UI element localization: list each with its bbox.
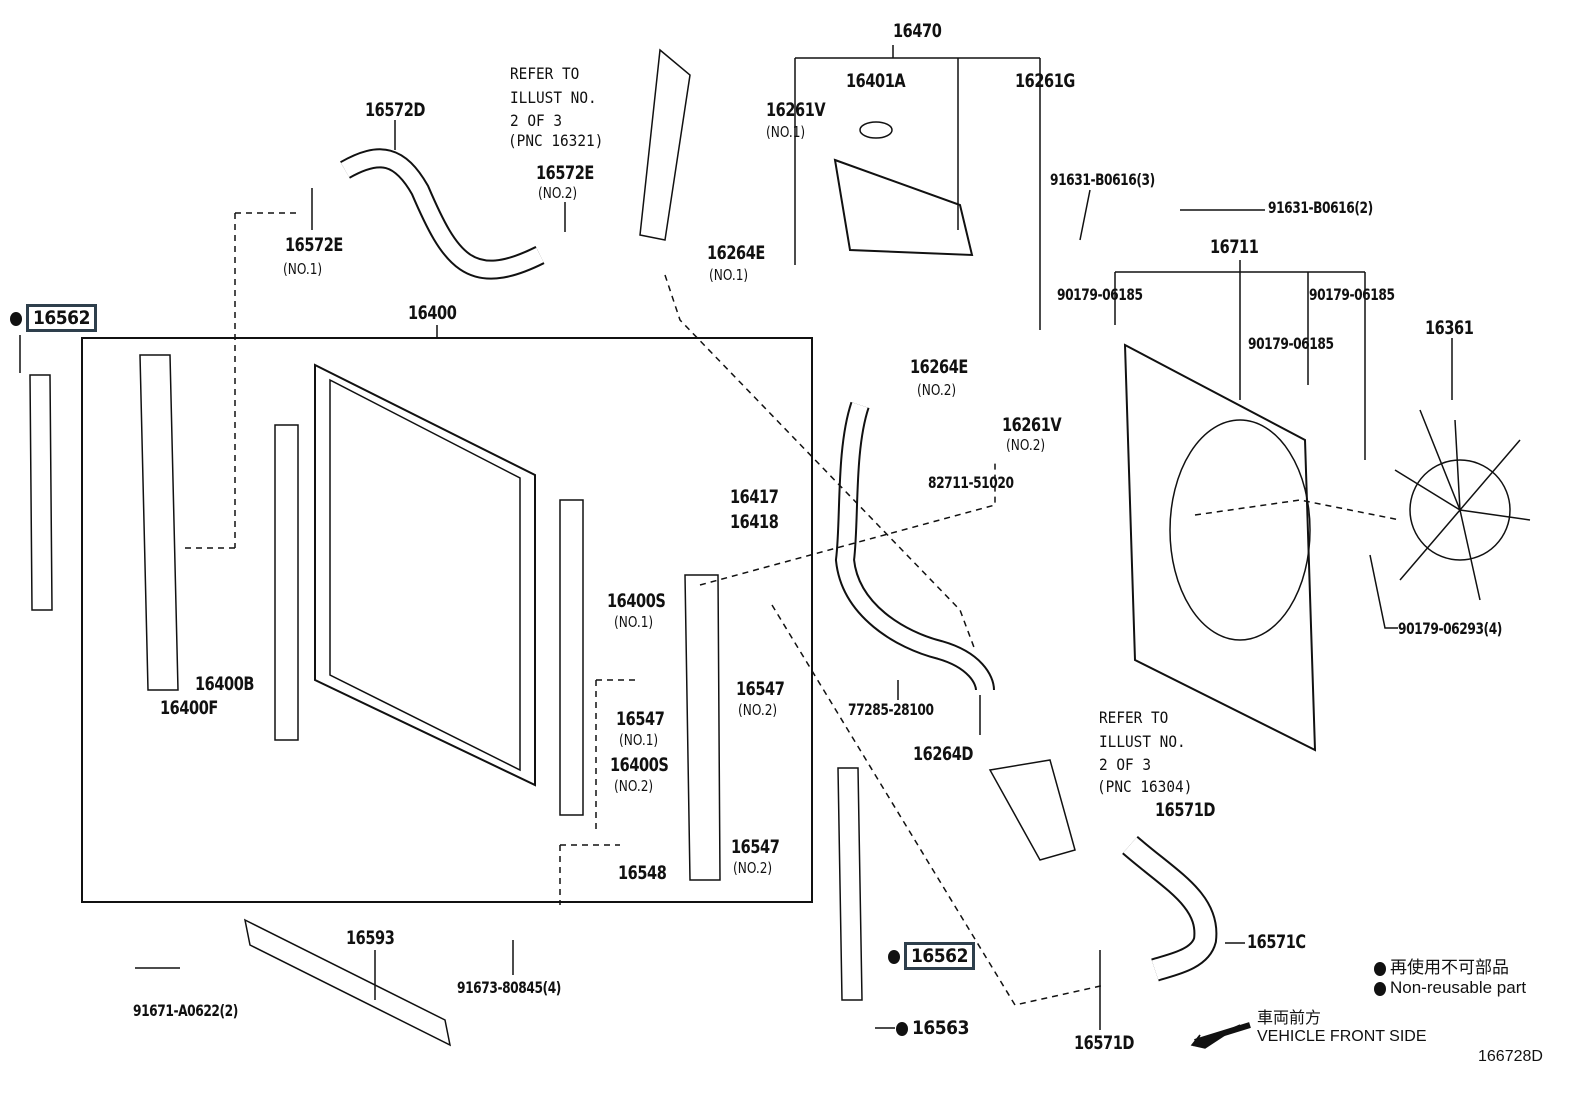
radiator-support-right: [684, 574, 721, 881]
reservoir-tank: [833, 158, 974, 257]
refer-note-2-line4: (PNC 16304): [1097, 777, 1193, 796]
refer-note-2-line2: ILLUST NO.: [1099, 732, 1186, 751]
part-16548: 16548: [618, 862, 667, 884]
vehicle-front-en: VEHICLE FRONT SIDE: [1257, 1028, 1427, 1045]
radiator-core: [314, 363, 536, 787]
seal-left: [274, 424, 299, 741]
part-16571C: 16571C: [1247, 931, 1306, 953]
part-16261V-no1: 16261V: [766, 99, 826, 121]
part-16264E-no2: 16264E: [910, 356, 968, 378]
part-16400S-no1-sub: (NO.1): [614, 613, 654, 631]
part-16261V-no2: 16261V: [1002, 414, 1062, 436]
seal-16562-left: [29, 374, 53, 611]
water-outlet: [988, 759, 1076, 861]
part-16571D-b: 16571D: [1074, 1032, 1135, 1054]
part-16361: 16361: [1425, 317, 1474, 339]
legend-non-reusable-en: Non-reusable part: [1374, 978, 1526, 998]
diagram-id: 166728D: [1478, 1048, 1543, 1065]
legend-en-text: Non-reusable part: [1390, 978, 1527, 997]
non-reusable-dot: [10, 311, 22, 326]
refer-note-1-line4: (PNC 16321): [508, 131, 604, 150]
part-16264E-no1-sub: (NO.1): [709, 266, 749, 284]
part-16547-no2-b-sub: (NO.2): [733, 859, 773, 877]
refer-note-1-line2: ILLUST NO.: [510, 88, 597, 107]
part-90179-06185-c: 90179-06185: [1248, 334, 1334, 353]
part-16571D-a: 16571D: [1155, 799, 1216, 821]
part-16593: 16593: [346, 927, 395, 949]
non-reusable-dot: [1374, 981, 1386, 996]
part-16562-right: 16562: [888, 942, 975, 970]
fan-16361: [1409, 459, 1511, 561]
part-16547-no2-a-sub: (NO.2): [738, 701, 778, 719]
part-16547-no1-sub: (NO.1): [619, 731, 659, 749]
non-reusable-dot: [896, 1021, 908, 1036]
part-16547-no2-a: 16547: [736, 678, 785, 700]
refer-note-1-line3: 2 OF 3: [510, 111, 563, 130]
shroud-opening: [1169, 419, 1311, 641]
part-90179-06185-a: 90179-06185: [1057, 285, 1143, 304]
part-16572E-no1-sub: (NO.1): [283, 260, 323, 278]
part-16400S-no1: 16400S: [607, 590, 666, 612]
part-16563-label: 16563: [912, 1017, 969, 1039]
part-16401A: 16401A: [846, 70, 906, 92]
part-16264E-no1: 16264E: [707, 242, 765, 264]
part-82711-51020: 82711-51020: [928, 473, 1014, 492]
part-16572E-no1: 16572E: [285, 234, 343, 256]
bracket-16470: [794, 45, 1041, 330]
part-16400S-no2-sub: (NO.2): [614, 777, 654, 795]
seal-16562-right: [837, 767, 863, 1001]
legend-jp-text: 再使用不可部品: [1390, 958, 1509, 977]
reservoir-cap: [859, 121, 893, 139]
part-16562-left-label: 16562: [26, 304, 97, 332]
part-16417: 16417: [730, 486, 779, 508]
front-arrow-shaft: [1194, 1022, 1251, 1045]
part-16261G: 16261G: [1015, 70, 1075, 92]
part-91671-A0622: 91671-A0622(2): [133, 1001, 238, 1020]
vehicle-front-jp: 車両前方: [1257, 1010, 1322, 1027]
part-16547-no2-b: 16547: [731, 836, 780, 858]
part-16572E-no2: 16572E: [536, 162, 594, 184]
part-16264D: 16264D: [913, 743, 974, 765]
non-reusable-dot: [1374, 961, 1386, 976]
part-16572D: 16572D: [365, 99, 426, 121]
radiator-support-left: [139, 354, 179, 691]
fan-shroud: [1123, 343, 1317, 752]
part-16470: 16470: [893, 20, 942, 42]
refer-note-1-line1: REFER TO: [510, 64, 580, 83]
part-16400F: 16400F: [160, 697, 218, 719]
air-guide-16593: [243, 918, 452, 1047]
refer-note-2-line3: 2 OF 3: [1099, 755, 1152, 774]
part-16400S-no2: 16400S: [610, 754, 669, 776]
part-16563: 16563: [896, 1017, 969, 1039]
part-16400: 16400: [408, 302, 457, 324]
part-16711: 16711: [1210, 236, 1259, 258]
assembly-box-16400: [81, 337, 813, 903]
part-16261V-no2-sub: (NO.2): [1006, 436, 1046, 454]
part-16261V-no1-sub: (NO.1): [766, 123, 806, 141]
part-16418: 16418: [730, 511, 779, 533]
part-16562-left: 16562: [10, 304, 97, 332]
part-16547-no1: 16547: [616, 708, 665, 730]
part-16572E-no2-sub: (NO.2): [538, 184, 578, 202]
non-reusable-dot: [888, 949, 900, 964]
refer-note-2-line1: REFER TO: [1099, 708, 1169, 727]
hose-16572D: [340, 148, 545, 280]
water-inlet: [639, 48, 691, 241]
part-90179-06185-b: 90179-06185: [1309, 285, 1395, 304]
legend-non-reusable-jp: 再使用不可部品: [1374, 953, 1509, 978]
part-91631-B0616-2: 91631-B0616(2): [1268, 198, 1373, 217]
part-90179-06293: 90179-06293(4): [1398, 619, 1502, 638]
part-16562-right-label: 16562: [904, 942, 975, 970]
dashed-leaders: [180, 212, 1401, 1006]
part-91673-80845: 91673-80845(4): [457, 978, 561, 997]
seal-right: [559, 499, 584, 816]
part-16264E-no2-sub: (NO.2): [917, 381, 957, 399]
leader-lines: [19, 120, 1453, 1030]
part-77285-28100: 77285-28100: [848, 700, 934, 719]
part-16400B: 16400B: [195, 673, 255, 695]
part-91631-B0616-3: 91631-B0616(3): [1050, 170, 1155, 189]
